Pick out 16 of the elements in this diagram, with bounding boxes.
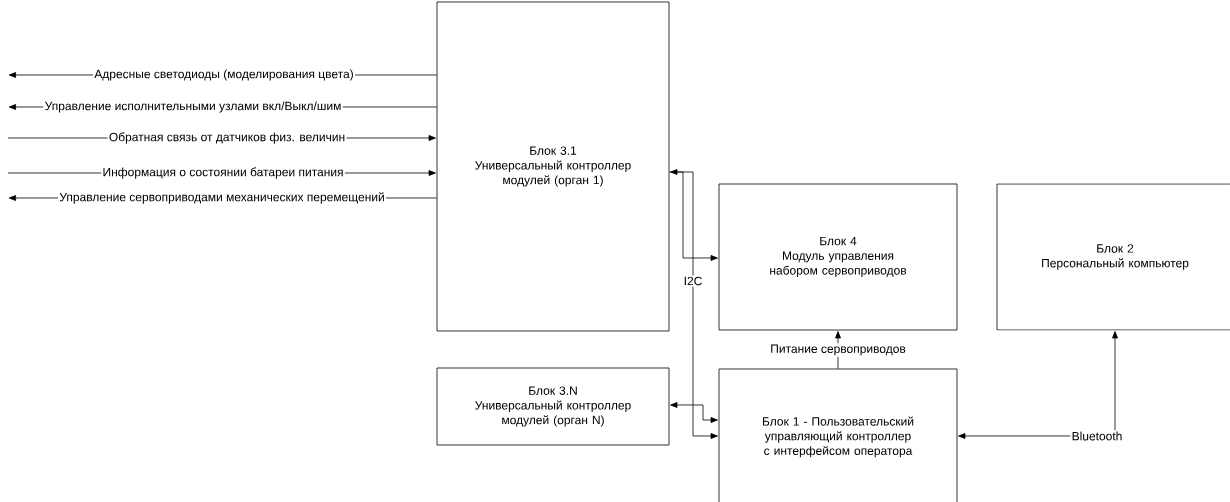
edge-label: Управление исполнительными узлами вкл/Выкл/шим bbox=[43, 100, 343, 114]
process-box: Блок 2 Персональный компьютер bbox=[996, 183, 1230, 331]
edge-label: Обратная связь от датчиков физ. величин bbox=[107, 131, 347, 145]
process-box: Блок 3.N Универсальный контроллер модулей (орган N) bbox=[436, 367, 670, 446]
edge-label: Управление сервоприводами механических перемещений bbox=[57, 190, 387, 205]
process-box: Блок 4 Модуль управления набором сервоприводов bbox=[718, 183, 958, 331]
edge-label: I2C bbox=[682, 275, 704, 287]
arrow bbox=[670, 169, 718, 261]
arrow bbox=[669, 171, 718, 439]
process-box: Блок 3.1 Универсальный контроллер модулей (орган 1) bbox=[436, 1, 670, 332]
edge-label: Питание сервоприводов bbox=[768, 343, 908, 357]
edge-label: Bluetooth bbox=[1070, 430, 1124, 442]
edge-label: Адресные светодиоды (моделирования цвета) bbox=[92, 68, 356, 82]
process-box: Блок 1 - Пользовательский управляющий контроллер с интерфейсом оператора bbox=[718, 368, 958, 502]
arrow bbox=[670, 402, 718, 423]
edge-label: Информация о состоянии батареи питания bbox=[101, 166, 345, 180]
